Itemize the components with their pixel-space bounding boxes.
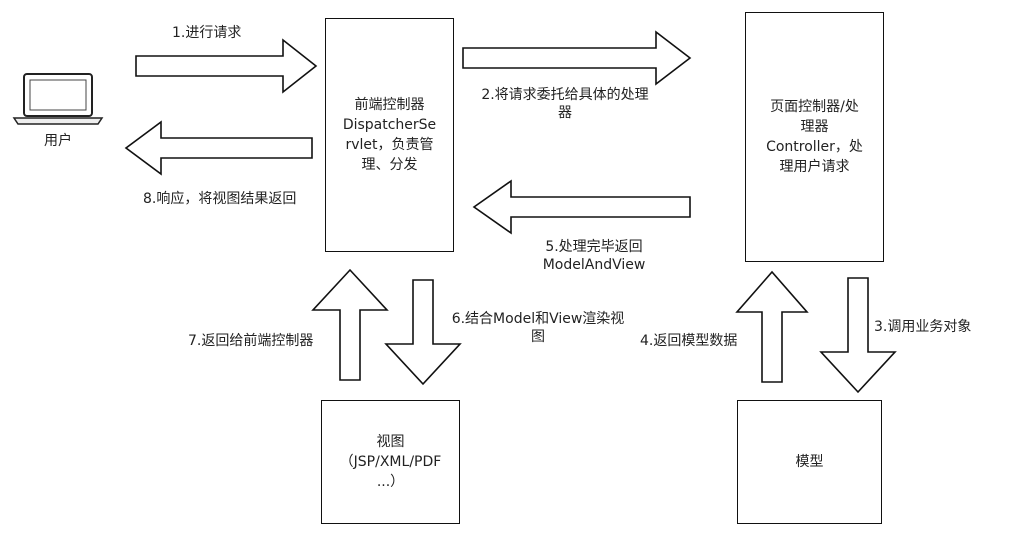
arrow-delegate [462, 30, 692, 86]
step7-label: 7.返回给前端控制器 [188, 333, 314, 349]
arrow-return-to-front [311, 268, 389, 381]
front-controller-text: 前端控制器 DispatcherSe rvlet，负责管 理、分发 [342, 97, 437, 173]
view-box: 视图 （JSP/XML/PDF ...） [321, 400, 460, 524]
arrow-return-model-data [735, 270, 809, 383]
arrow-response [124, 120, 313, 176]
model-text: 模型 [795, 454, 824, 470]
arrow-request [135, 38, 318, 94]
step3-label: 3.调用业务对象 [874, 319, 972, 335]
page-controller-text: 页面控制器/处 理器 Controller，处 理用户请求 [766, 99, 863, 175]
page-controller-box: 页面控制器/处 理器 Controller，处 理用户请求 [745, 12, 884, 262]
view-text: 视图 （JSP/XML/PDF ...） [339, 434, 442, 490]
arrow-call-business [819, 277, 897, 394]
arrow-render-view [384, 279, 462, 386]
laptop-icon [12, 73, 104, 125]
step6-label: 6.结合Model和View渲染视 图 [451, 311, 625, 345]
step8-label: 8.响应，将视图结果返回 [143, 191, 297, 207]
model-box: 模型 [737, 400, 882, 524]
step5-label: 5.处理完毕返回 ModelAndView [542, 239, 646, 273]
step1-label: 1.进行请求 [172, 25, 242, 41]
user-label: 用户 [44, 133, 72, 149]
step2-label: 2.将请求委托给具体的处理 器 [481, 87, 649, 121]
front-controller-box: 前端控制器 DispatcherSe rvlet，负责管 理、分发 [325, 18, 454, 252]
arrow-return-modelandview [472, 179, 691, 235]
step4-label: 4.返回模型数据 [640, 333, 738, 349]
